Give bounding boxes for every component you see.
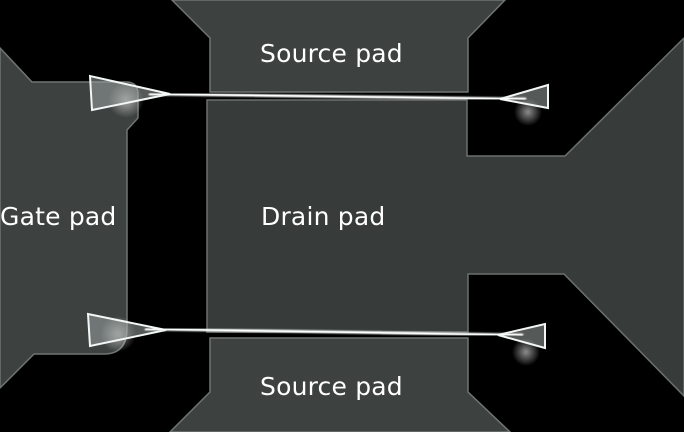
source-pad-top-label: Source pad [260,39,403,68]
drain-pad-label: Drain pad [261,202,386,231]
nanowire-bottom [86,312,546,366]
source-pad-top [170,0,507,93]
source-pad-bottom [168,337,512,432]
nanowire-top [88,74,549,126]
gate-pad-label: Gate pad [0,202,117,231]
source-pad-bottom-label: Source pad [260,372,403,401]
